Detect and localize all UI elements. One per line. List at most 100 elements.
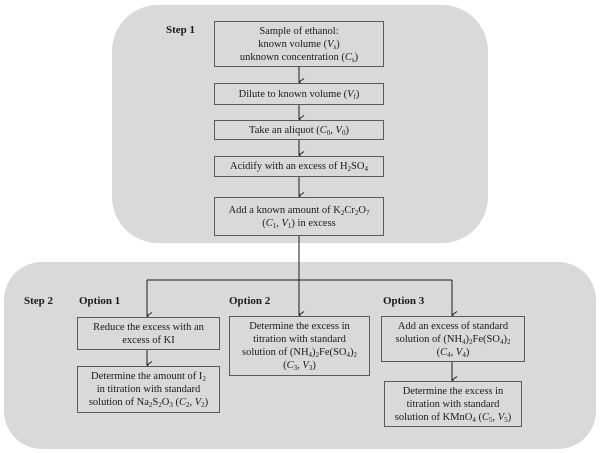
- text-segment: ): [465, 333, 470, 345]
- subscript: s: [351, 55, 355, 64]
- text-segment: excess of KI: [122, 334, 175, 346]
- text-segment: ,: [450, 346, 456, 358]
- text-segment: Determine the amount of I: [91, 371, 203, 382]
- text-segment: Reduce the excess with an: [93, 321, 204, 333]
- text-segment: (: [283, 360, 287, 371]
- text-segment: ,: [276, 217, 282, 229]
- subscript: 4: [472, 415, 476, 424]
- box-text-line: known volume (Vs): [240, 38, 358, 51]
- text-segment: Add a known amount of K: [228, 204, 341, 216]
- box-text-line: Determine the amount of I2: [89, 370, 208, 383]
- box-sample-of-ethanol: Sample of ethanol:known volume (Vs)unkno…: [214, 21, 384, 67]
- text-segment: ): [503, 333, 507, 345]
- text-segment: ): [345, 124, 349, 136]
- variable-symbol: V: [335, 124, 342, 136]
- box-text: Sample of ethanol:known volume (Vs)unkno…: [240, 25, 358, 64]
- variable-symbol: V: [194, 397, 202, 408]
- subscript: 3: [169, 401, 173, 409]
- subscript: 3: [293, 364, 298, 372]
- variable-symbol: V: [455, 346, 463, 358]
- subscript: 0: [341, 128, 346, 137]
- box-text-line: (C4, V4): [396, 346, 511, 359]
- subscript: 4: [447, 350, 451, 359]
- variable-symbol: C: [482, 411, 490, 423]
- box-text-line: solution of Na2S2O3 (C2, V2): [89, 396, 208, 409]
- text-segment: solution of (NH: [242, 347, 309, 358]
- box-text-line: (C1, V1) in excess: [229, 217, 370, 230]
- text-segment: (: [262, 217, 266, 229]
- text-segment: titration with standard: [406, 398, 500, 410]
- text-segment: known volume (: [258, 38, 328, 50]
- variable-symbol: C: [265, 217, 273, 229]
- option2-label: Option 2: [229, 295, 271, 307]
- text-segment: unknown concentration (: [239, 51, 345, 63]
- step1-label: Step 1: [166, 24, 196, 36]
- text-segment: in titration with standard: [96, 384, 201, 395]
- text-segment: solution of KMnO: [394, 411, 473, 423]
- text-segment: ): [349, 347, 354, 358]
- box-text-line: solution of (NH4)2Fe(SO4)2: [242, 346, 357, 359]
- text-segment: Determine the excess in: [249, 321, 350, 332]
- box-text-line: Reduce the excess with an: [93, 321, 204, 334]
- subscript: 2: [354, 208, 359, 217]
- box-text-line: in titration with standard: [89, 383, 208, 396]
- text-segment: Fe(SO: [319, 347, 347, 358]
- subscript: 5: [504, 415, 508, 424]
- variable-symbol: C: [178, 397, 186, 408]
- text-segment: Sample of ethanol:: [259, 25, 339, 37]
- box-add-dichromate: Add a known amount of K2Cr2O7(C1, V1) in…: [214, 197, 384, 236]
- subscript: 2: [185, 401, 190, 409]
- subscript: 2: [469, 337, 473, 346]
- subscript: 2: [353, 351, 357, 359]
- box-text-line: Sample of ethanol:: [240, 25, 358, 38]
- text-segment: ): [354, 51, 359, 63]
- subscript: 7: [365, 208, 370, 217]
- text-segment: Dilute to known volume (: [238, 88, 348, 100]
- subscript: 2: [506, 337, 511, 346]
- box-dilute: Dilute to known volume (Vf): [214, 83, 384, 105]
- text-segment: Acidify with an excess of H: [230, 161, 348, 172]
- subscript: 1: [272, 221, 277, 230]
- box-text-line: Determine the excess in: [242, 320, 357, 333]
- option3-label: Option 3: [383, 295, 425, 307]
- subscript: 4: [308, 351, 313, 359]
- text-segment: ): [336, 38, 340, 50]
- box-text-line: titration with standard: [242, 333, 357, 346]
- subscript: 4: [364, 165, 368, 173]
- text-segment: solution of Na: [88, 397, 149, 408]
- box-text-line: solution of (NH4)2Fe(SO4)2: [396, 333, 511, 346]
- subscript: 3: [308, 364, 313, 372]
- text-segment: ) in excess: [291, 217, 336, 229]
- box-text-line: solution of KMnO4 (C5, V5): [395, 411, 511, 424]
- variable-symbol: V: [497, 411, 505, 423]
- box-text-line: excess of KI: [93, 334, 204, 347]
- variable-symbol: V: [347, 88, 354, 100]
- text-segment: (: [436, 346, 441, 358]
- box-text: Add a known amount of K2Cr2O7(C1, V1) in…: [229, 204, 370, 230]
- text-segment: ): [465, 346, 470, 358]
- variable-symbol: V: [327, 38, 334, 50]
- text-segment: Fe(SO: [472, 333, 500, 345]
- box-text-line: Determine the excess in: [395, 385, 511, 398]
- box-text: Acidify with an excess of H2SO4: [230, 160, 368, 173]
- subscript: 1: [287, 221, 292, 230]
- subscript: 4: [462, 337, 466, 346]
- box-text: Take an aliquot (C0, V0): [249, 124, 349, 137]
- box-acidify: Acidify with an excess of H2SO4: [214, 156, 384, 177]
- variable-symbol: V: [302, 360, 309, 371]
- subscript: 2: [340, 208, 345, 217]
- text-segment: ): [204, 397, 209, 408]
- text-segment: SO: [351, 161, 365, 172]
- subscript: s: [333, 42, 337, 51]
- text-segment: O: [161, 397, 170, 408]
- text-segment: Take an aliquot (: [249, 124, 320, 136]
- text-segment: ,: [492, 411, 498, 423]
